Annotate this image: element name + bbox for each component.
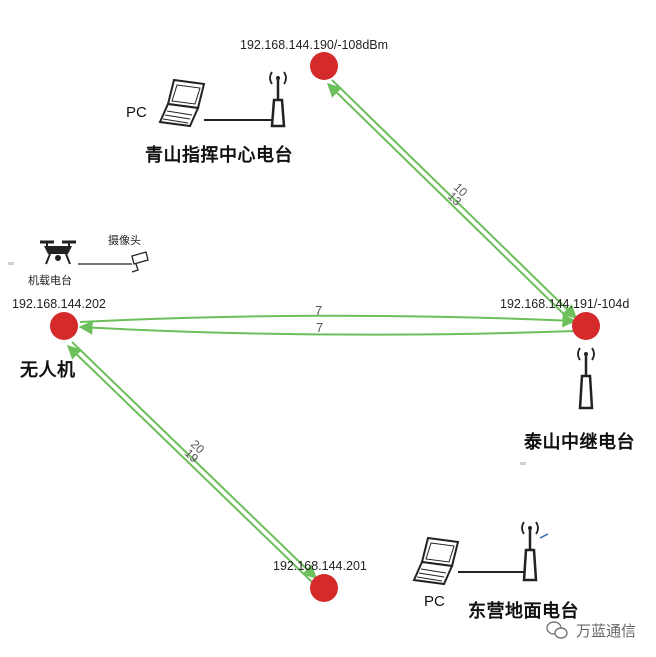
station-name-taishan: 泰山中继电台 bbox=[524, 432, 635, 453]
node-uav bbox=[50, 312, 78, 340]
link-uav-taishan: 7 7 bbox=[78, 303, 577, 336]
pc-label-dongying: PC bbox=[424, 593, 445, 610]
antenna-icon bbox=[269, 71, 287, 128]
node-ip-uav: 192.168.144.202 bbox=[12, 297, 106, 311]
node-ip-taishan: 192.168.144.191/-104d bbox=[500, 297, 630, 311]
station-name-dongying: 东营地面电台 bbox=[468, 601, 579, 622]
link-line bbox=[331, 79, 578, 319]
camera-icon bbox=[131, 251, 149, 273]
station-name-uav: 无人机 bbox=[20, 360, 76, 381]
station-name-qingshan: 青山指挥中心电台 bbox=[145, 145, 293, 166]
drone-icon bbox=[40, 240, 76, 265]
watermark-text: 万蓝通信 bbox=[576, 623, 637, 640]
pc-label-qingshan: PC bbox=[126, 104, 147, 121]
tick-mark bbox=[8, 262, 14, 265]
link-line bbox=[71, 341, 318, 579]
antenna-icon bbox=[577, 347, 595, 410]
node-taishan bbox=[572, 312, 600, 340]
laptop-icon bbox=[412, 536, 460, 586]
link-label: 7 bbox=[316, 320, 323, 335]
link-line bbox=[66, 345, 313, 583]
node-ip-dongying: 192.168.144.201 bbox=[273, 559, 367, 573]
link-line bbox=[78, 320, 576, 336]
antenna-icon bbox=[521, 521, 549, 582]
laptop-icon bbox=[158, 78, 206, 128]
node-ip-qingshan: 192.168.144.190/-108dBm bbox=[240, 38, 389, 52]
camera-label: 摄像头 bbox=[108, 234, 141, 247]
link-uav-dongying: 20 19 bbox=[66, 341, 318, 583]
tick-mark bbox=[520, 462, 526, 465]
link-line bbox=[79, 313, 577, 328]
node-qingshan bbox=[310, 52, 338, 80]
node-dongying bbox=[310, 574, 338, 602]
link-label: 7 bbox=[315, 303, 322, 318]
wechat-icon bbox=[546, 621, 568, 639]
airborne-radio-label: 机载电台 bbox=[28, 274, 72, 287]
link-line bbox=[326, 83, 575, 325]
link-qingshan-taishan: 10 13 bbox=[326, 79, 578, 325]
